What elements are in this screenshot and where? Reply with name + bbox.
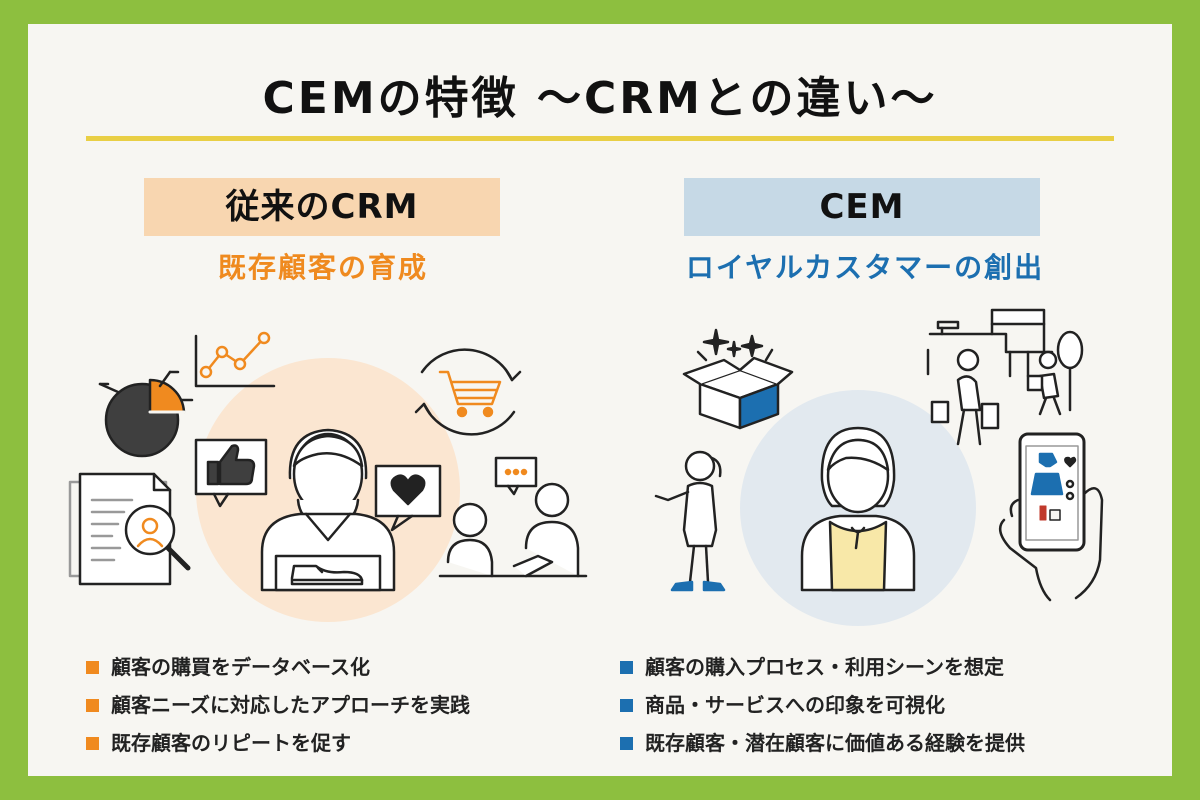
- crm-points: 顧客の購買をデータベース化 顧客ニーズに対応したアプローチを実践 既存顧客のリピ…: [86, 648, 470, 762]
- heart-bubble-icon: [374, 464, 442, 532]
- smartphone-shopping-icon: [998, 432, 1104, 602]
- crm-point: 既存顧客のリピートを促す: [86, 724, 470, 762]
- cem-point: 既存顧客・潜在顧客に価値ある経験を提供: [620, 724, 1025, 762]
- cart-cycle-icon: [414, 348, 522, 436]
- woman-icon: [654, 450, 726, 592]
- gift-box-icon: [682, 328, 794, 430]
- shoppers-icon: [930, 348, 1062, 446]
- document-search-icon: [68, 472, 191, 586]
- cem-points: 顧客の購入プロセス・利用シーンを想定 商品・サービスへの印象を可視化 既存顧客・…: [620, 648, 1025, 762]
- bullet-square-icon: [620, 736, 633, 750]
- crm-point: 顧客ニーズに対応したアプローチを実践: [86, 686, 470, 724]
- bullet-square-icon: [86, 736, 99, 750]
- bullet-square-icon: [86, 660, 99, 674]
- cem-subtitle: ロイヤルカスタマーの創出: [685, 251, 1045, 284]
- crm-subtitle: 既存顧客の育成: [217, 251, 428, 284]
- bullet-square-icon: [620, 698, 633, 712]
- crm-point: 顧客の購買をデータベース化: [86, 648, 470, 686]
- crm-label: 従来のCRM: [144, 178, 500, 236]
- meeting-icon: [438, 456, 588, 578]
- cem-point: 商品・サービスへの印象を可視化: [620, 686, 1025, 724]
- customer-icon: [800, 426, 916, 592]
- title-underline: [86, 136, 1114, 141]
- page-title: CEMの特徴 〜CRMとの違い〜: [262, 73, 938, 124]
- bullet-square-icon: [86, 698, 99, 712]
- shoe-icon: [274, 554, 382, 592]
- thumbs-up-icon: [194, 438, 268, 508]
- pie-chart-icon: [98, 370, 194, 458]
- line-chart-icon: [194, 331, 276, 388]
- cem-point: 顧客の購入プロセス・利用シーンを想定: [620, 648, 1025, 686]
- content-panel: [28, 24, 1172, 776]
- bullet-square-icon: [620, 660, 633, 674]
- cem-label: CEM: [684, 178, 1040, 236]
- shop-icon: [926, 308, 1084, 412]
